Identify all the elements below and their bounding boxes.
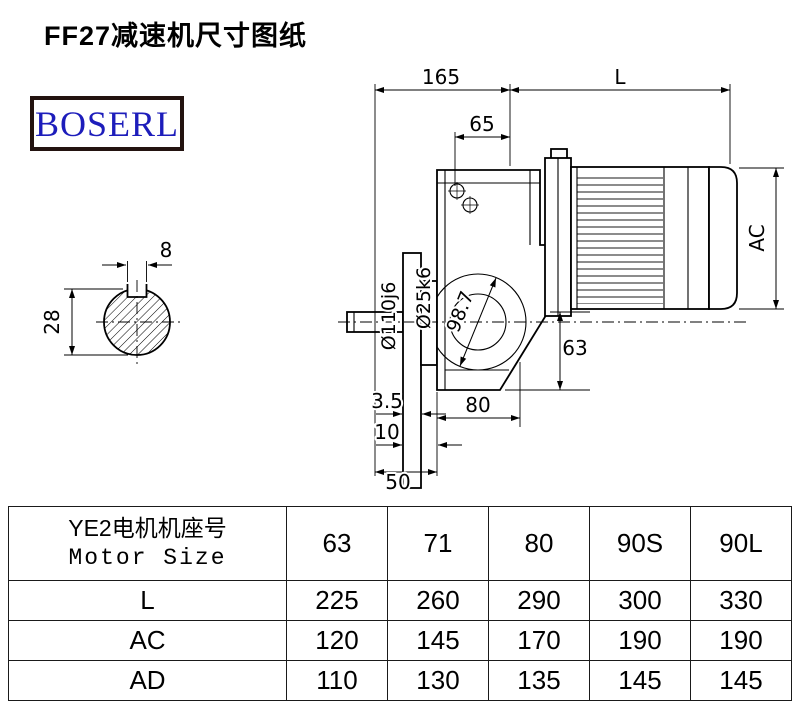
dim-AC: AC [745,224,769,251]
table-cell: 290 [488,580,590,621]
table-cell: 260 [387,580,489,621]
table-cell: 190 [690,620,792,661]
table-cell: 130 [387,660,489,701]
dim-flange-diameter: Ø110j6 [378,282,400,351]
dim-10: 10 [374,420,399,444]
motor-size-80: 80 [488,506,590,581]
table-row-L: L 225 260 290 300 330 [8,580,792,621]
table-header-en: Motor Size [68,545,227,572]
dim-key-width-8: 8 [160,238,173,262]
row-label-L: L [8,580,287,621]
table-row-AC: AC 120 145 170 190 190 [8,620,792,661]
table-cell: 120 [286,620,388,661]
motor-size-header-cell: YE2电机机座号 Motor Size [8,506,287,581]
table-cell: 145 [387,620,489,661]
table-cell: 300 [589,580,691,621]
motor-size-90L: 90L [690,506,792,581]
dim-50: 50 [385,470,410,494]
table-row-AD: AD 110 130 135 145 145 [8,660,792,701]
table-cell: 135 [488,660,590,701]
table-cell: 190 [589,620,691,661]
motor-size-90S: 90S [589,506,691,581]
row-label-AD: AD [8,660,287,701]
output-flange [402,252,422,489]
table-cell: 145 [589,660,691,701]
motor-size-71: 71 [387,506,489,581]
table-header-cn: YE2电机机座号 [68,515,227,542]
dim-165: 165 [422,65,460,89]
table-header-row: YE2电机机座号 Motor Size 63 71 80 90S 90L [8,506,792,581]
boserl-logo-text: BOSERL [34,103,180,144]
size-table: YE2电机机座号 Motor Size 63 71 80 90S 90L L 2… [8,506,792,701]
table-cell: 145 [690,660,792,701]
motor-fins [577,172,663,304]
page-title: FF27减速机尺寸图纸 [44,21,308,51]
boserl-logo: BOSERL [30,96,184,151]
dim-3-5: 3.5 [371,389,403,413]
fan-cover [708,166,738,310]
dim-63: 63 [562,336,587,360]
table-cell: 110 [286,660,388,701]
dim-key-height-28: 28 [40,309,64,334]
dim-80: 80 [465,393,490,417]
motor [544,148,738,317]
table-cell: 170 [488,620,590,661]
dimension-lines [64,84,784,476]
row-label-AC: AC [8,620,287,661]
table-cell: 330 [690,580,792,621]
dim-L: L [614,65,626,89]
table-cell: 225 [286,580,388,621]
dim-65: 65 [469,112,494,136]
motor-size-63: 63 [286,506,388,581]
dim-shaft-diameter: Ø25k6 [413,267,435,329]
centerlines [96,280,750,366]
gearbox-dimension-drawing: 165 L 65 8 28 AC Ø110j6 Ø25k6 98.7 63 3.… [38,63,784,496]
main-view [346,148,738,489]
